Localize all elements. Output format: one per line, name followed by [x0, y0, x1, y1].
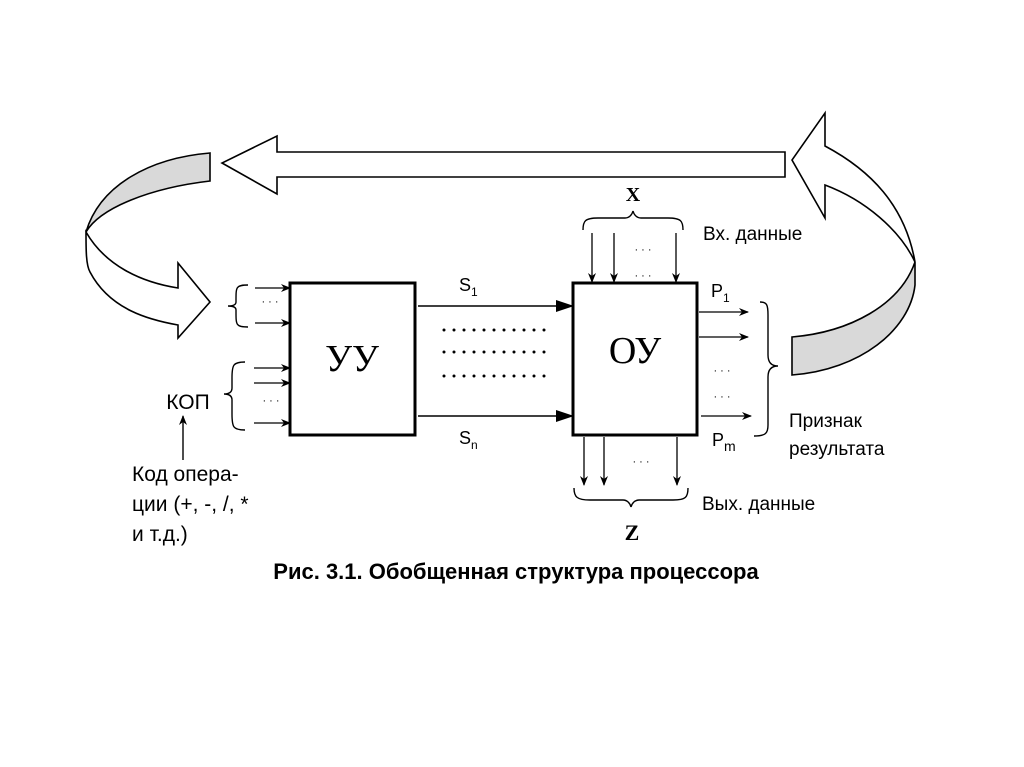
signal-dot — [522, 328, 526, 332]
opcode-brace — [223, 361, 246, 431]
feedback-input-brace — [227, 284, 249, 328]
opcode-label: КОП — [166, 391, 209, 414]
feedback-arrow-left — [85, 229, 212, 341]
signal-dot — [512, 350, 516, 354]
signal-dot — [492, 350, 496, 354]
flags-brace — [753, 301, 779, 437]
signal-dot — [492, 328, 496, 332]
control-signal-dots — [442, 328, 546, 378]
output-data-symbol: Z — [625, 520, 640, 545]
signal-dot — [532, 374, 536, 378]
signal-dot — [522, 374, 526, 378]
signal-dot — [442, 350, 446, 354]
control-unit-label: УУ — [325, 338, 379, 380]
signal-dot — [482, 328, 486, 332]
flag-ellipsis-1: · · · — [713, 365, 730, 377]
output-data-ellipsis: · · · — [632, 456, 649, 468]
signal-dot — [542, 350, 546, 354]
signal-dot — [502, 350, 506, 354]
signal-dot — [462, 374, 466, 378]
signal-dot — [442, 328, 446, 332]
feedback-arrow-right-band — [791, 261, 916, 376]
signal-dot — [462, 350, 466, 354]
figure-caption: Рис. 3.1. Обобщенная структура процессор… — [273, 559, 759, 584]
output-data-brace — [573, 487, 689, 508]
flag-pm-label: Pm — [712, 430, 736, 454]
feedback-arrow-right — [791, 110, 916, 263]
signal-dot — [512, 328, 516, 332]
signal-dot — [502, 328, 506, 332]
signal-dot — [482, 374, 486, 378]
signal-sn-label: Sn — [459, 428, 478, 452]
feedback-arrow-top — [220, 134, 786, 196]
input-data-ellipsis-2: · · · — [634, 270, 651, 282]
signal-dot — [472, 328, 476, 332]
signal-dot — [532, 350, 536, 354]
control-unit-block — [288, 281, 417, 437]
signal-dot — [482, 350, 486, 354]
flags-label-line-2: результата — [789, 439, 885, 460]
input-data-brace — [582, 210, 684, 231]
signal-dot — [532, 328, 536, 332]
signal-dot — [512, 374, 516, 378]
signal-dot — [472, 374, 476, 378]
feedback-arrow-left-band — [85, 152, 211, 233]
input-data-symbol: X — [626, 184, 641, 206]
feedback-input-ellipsis: · · · — [261, 296, 278, 308]
opcode-description-line-1: Код опера- — [132, 463, 239, 486]
signal-dot — [462, 328, 466, 332]
signal-dot — [452, 350, 456, 354]
signal-s1-label: S1 — [459, 275, 478, 299]
signal-dot — [502, 374, 506, 378]
signal-dot — [472, 350, 476, 354]
signal-dot — [542, 328, 546, 332]
signal-dot — [492, 374, 496, 378]
opcode-description-line-2: ции (+, -, /, * — [132, 493, 249, 516]
opcode-ellipsis: · · · — [262, 395, 279, 407]
input-data-label: Вх. данные — [703, 224, 802, 245]
input-data-ellipsis-1: · · · — [634, 244, 651, 256]
signal-dot — [452, 374, 456, 378]
signal-dot — [542, 374, 546, 378]
operational-unit-label: ОУ — [609, 330, 661, 372]
flag-ellipsis-2: · · · — [713, 391, 730, 403]
signal-dot — [522, 350, 526, 354]
signal-dot — [452, 328, 456, 332]
flag-p1-label: P1 — [711, 281, 730, 305]
output-data-label: Вых. данные — [702, 494, 815, 515]
signal-dot — [442, 374, 446, 378]
flags-label-line-1: Признак — [789, 411, 863, 432]
operational-unit-block — [571, 281, 699, 437]
opcode-description-line-3: и т.д.) — [132, 523, 188, 546]
